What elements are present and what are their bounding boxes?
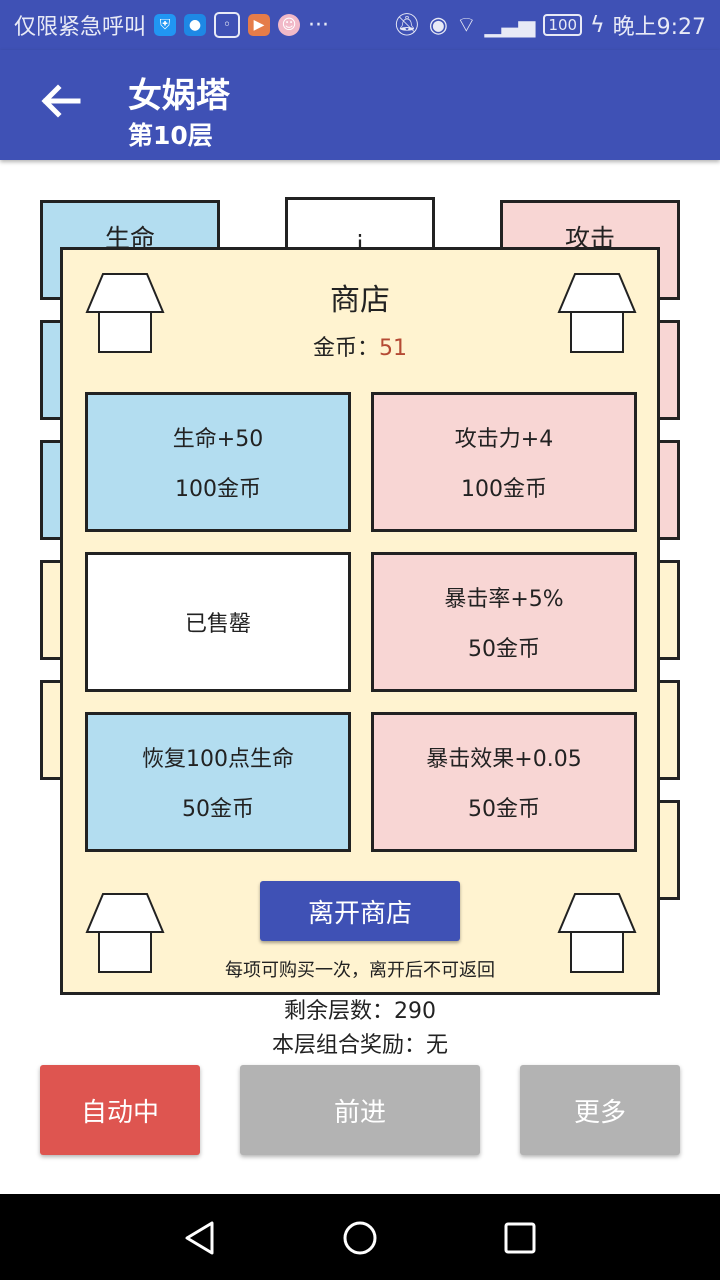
house-icon bbox=[557, 273, 637, 353]
forward-button[interactable]: 前进 bbox=[240, 1065, 480, 1155]
shop-title: 商店 bbox=[330, 283, 390, 318]
shop-item-name: 生命+50 bbox=[172, 427, 264, 452]
nav-recents-icon[interactable] bbox=[503, 1221, 537, 1255]
house-icon bbox=[557, 893, 637, 973]
shop-item-life[interactable]: 生命+50 100金币 bbox=[85, 392, 351, 532]
navigation-bar bbox=[0, 1194, 720, 1280]
shop-note: 每项可购买一次，离开后不可返回 bbox=[225, 960, 495, 981]
nav-back-icon[interactable] bbox=[182, 1220, 218, 1256]
back-arrow-icon[interactable] bbox=[38, 78, 84, 124]
hexagon-icon: ◦ bbox=[214, 12, 241, 38]
shop-dialog: 商店 金币：51 生命+50 100金币 攻击力+4 100金币 已售罄 暴击率… bbox=[60, 247, 660, 995]
shop-item-crit-rate[interactable]: 暴击率+5% 50金币 bbox=[371, 552, 637, 692]
app-bar: 女娲塔 第10层 bbox=[0, 50, 720, 160]
coin-balance: 金币：51 bbox=[63, 330, 657, 362]
charging-icon: ϟ bbox=[590, 12, 605, 38]
battery-icon: 100 bbox=[543, 14, 583, 36]
shop-item-crit-damage[interactable]: 暴击效果+0.05 50金币 bbox=[371, 712, 637, 852]
chat-icon: ● bbox=[184, 14, 207, 36]
wifi-icon: ⌔ bbox=[455, 13, 477, 38]
shop-item-name: 恢复100点生命 bbox=[142, 747, 294, 772]
carrier-text: 仅限紧急呼叫 bbox=[14, 15, 147, 40]
page-title: 女娲塔 bbox=[128, 76, 230, 116]
remaining-floors: 剩余层数：290 bbox=[284, 999, 436, 1024]
shop-item-price: 100金币 bbox=[461, 477, 547, 502]
nav-home-icon[interactable] bbox=[341, 1219, 379, 1257]
combo-bonus: 本层组合奖励：无 bbox=[271, 1033, 448, 1058]
auto-button[interactable]: 自动中 bbox=[40, 1065, 200, 1155]
mute-icon: 🔕︎ bbox=[392, 12, 421, 38]
shop-item-name: 暴击效果+0.05 bbox=[426, 747, 582, 772]
tile-center-label: i bbox=[356, 230, 364, 259]
more-notifications-icon: ··· bbox=[308, 12, 329, 38]
shop-item-price: 50金币 bbox=[468, 797, 540, 822]
shop-item-name: 已售罄 bbox=[184, 612, 251, 637]
shop-item-name: 暴击率+5% bbox=[444, 587, 564, 612]
status-right: 🔕︎ ◉ ⌔ ▁▃▅ 100 ϟ 晚上9:27 bbox=[392, 10, 706, 41]
coin-label: 金币： bbox=[312, 336, 379, 361]
shield-icon: ⛨ bbox=[154, 14, 177, 36]
coin-value: 51 bbox=[379, 336, 407, 361]
eye-icon: ◉ bbox=[428, 12, 448, 38]
shop-item-attack[interactable]: 攻击力+4 100金币 bbox=[371, 392, 637, 532]
house-icon bbox=[85, 893, 165, 973]
shop-item-sold-out: 已售罄 bbox=[85, 552, 351, 692]
house-icon bbox=[85, 273, 165, 353]
leave-shop-button[interactable]: 离开商店 bbox=[260, 881, 460, 941]
more-button[interactable]: 更多 bbox=[520, 1065, 680, 1155]
signal-icon: ▁▃▅ bbox=[484, 12, 536, 38]
shop-item-name: 攻击力+4 bbox=[454, 427, 554, 452]
status-left: 仅限紧急呼叫 ⛨ ● ◦ ▶ ☺ ··· bbox=[14, 10, 329, 40]
shop-item-price: 100金币 bbox=[175, 477, 261, 502]
avatar-icon: ☺ bbox=[278, 14, 301, 36]
shop-item-price: 50金币 bbox=[468, 637, 540, 662]
status-bar: 仅限紧急呼叫 ⛨ ● ◦ ▶ ☺ ··· 🔕︎ ◉ ⌔ ▁▃▅ 100 ϟ 晚上… bbox=[0, 0, 720, 50]
play-icon: ▶ bbox=[248, 14, 271, 36]
clock: 晚上9:27 bbox=[612, 15, 706, 40]
shop-item-price: 50金币 bbox=[182, 797, 254, 822]
floor-subtitle: 第10层 bbox=[128, 121, 213, 150]
shop-item-heal[interactable]: 恢复100点生命 50金币 bbox=[85, 712, 351, 852]
